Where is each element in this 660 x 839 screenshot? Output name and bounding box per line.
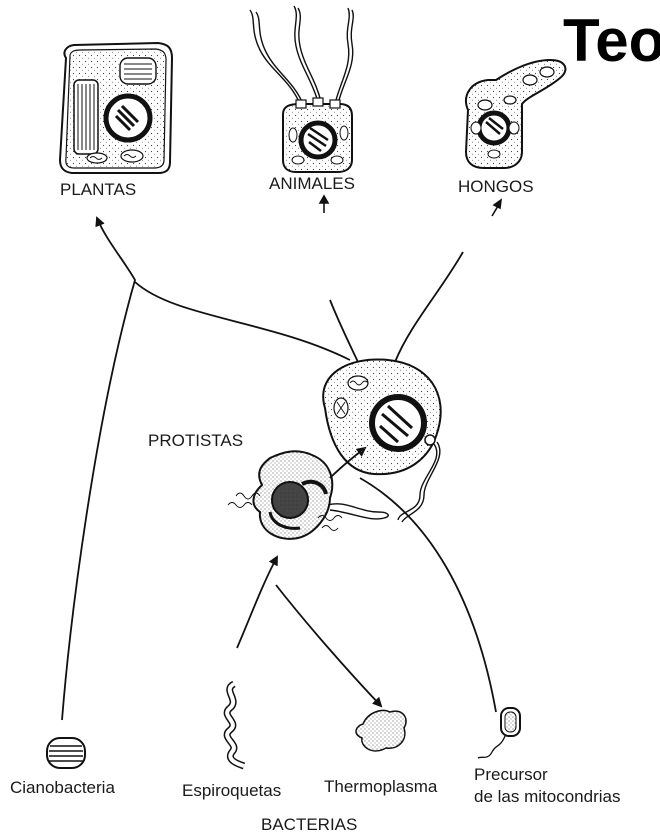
label-protistas: PROTISTAS xyxy=(148,431,243,451)
plant-cell-illustration xyxy=(60,43,172,173)
line-protist-hongos xyxy=(395,252,463,362)
label-thermoplasma: Thermoplasma xyxy=(324,777,437,797)
label-animales: ANIMALES xyxy=(269,174,355,194)
cianobacteria-illustration xyxy=(47,738,85,768)
label-bacterias-group: BACTERIAS xyxy=(261,815,357,835)
line-thermoplasma xyxy=(276,585,381,706)
animal-cell-illustration xyxy=(250,6,353,172)
thermoplasma-illustration xyxy=(356,711,406,751)
flagellate-protist-illustration xyxy=(323,359,441,522)
espiroquetas-illustration xyxy=(227,684,244,766)
line-cianobacteria-plantas xyxy=(62,218,135,720)
label-precursor-line1: Precursor xyxy=(474,765,548,785)
line-plantas-protist xyxy=(135,282,350,360)
label-plantas: PLANTAS xyxy=(60,180,136,200)
label-precursor-line2: de las mitocondrias xyxy=(474,787,620,807)
precursor-mitochondria-illustration xyxy=(478,708,520,758)
line-espiroquetas-amoeba xyxy=(237,557,277,648)
small-arrows xyxy=(320,196,501,216)
line-precursor-mito xyxy=(360,478,496,712)
label-espiroquetas: Espiroquetas xyxy=(182,781,281,801)
label-cianobacteria: Cianobacteria xyxy=(10,778,115,798)
label-hongos: HONGOS xyxy=(458,177,534,197)
fungal-cell-illustration xyxy=(466,60,565,168)
